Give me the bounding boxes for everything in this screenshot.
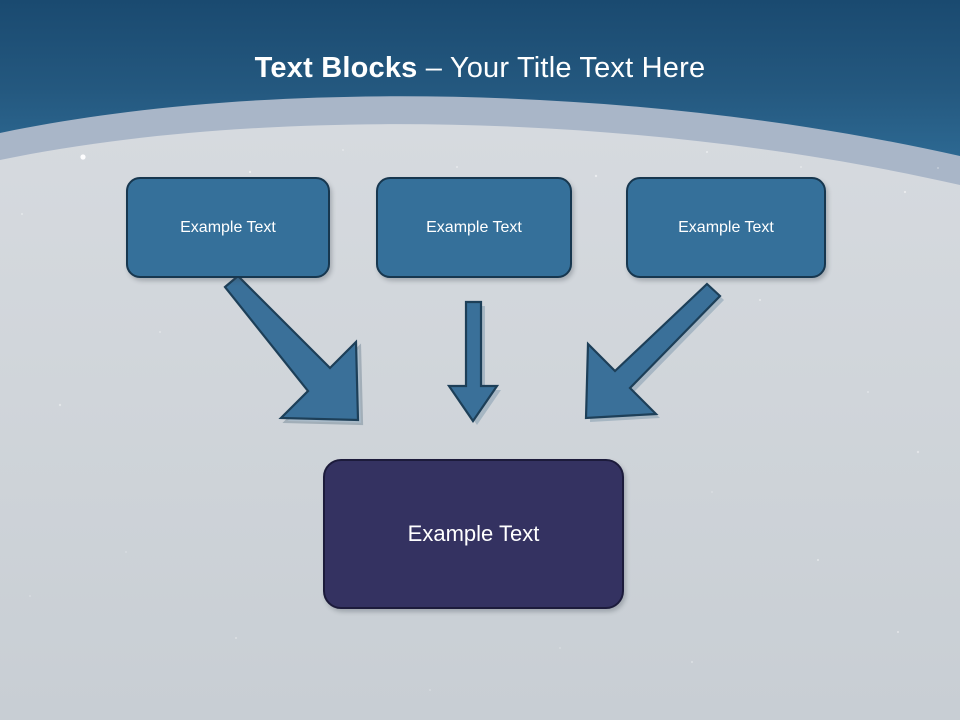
horizon-band xyxy=(0,96,960,200)
title-light-part: – Your Title Text Here xyxy=(425,52,706,84)
text-block-3-label: Example Text xyxy=(678,218,774,236)
text-block-result-label: Example Text xyxy=(407,521,540,546)
text-block-result[interactable]: Example Text xyxy=(323,459,624,609)
text-block-2[interactable]: Example Text xyxy=(376,177,572,278)
text-block-1[interactable]: Example Text xyxy=(126,177,330,278)
text-block-2-label: Example Text xyxy=(426,218,522,236)
slide-title: Text Blocks – Your Title Text Here xyxy=(0,52,960,85)
text-block-3[interactable]: Example Text xyxy=(626,177,826,278)
title-strong-part: Text Blocks xyxy=(254,52,426,84)
text-block-1-label: Example Text xyxy=(180,218,276,236)
